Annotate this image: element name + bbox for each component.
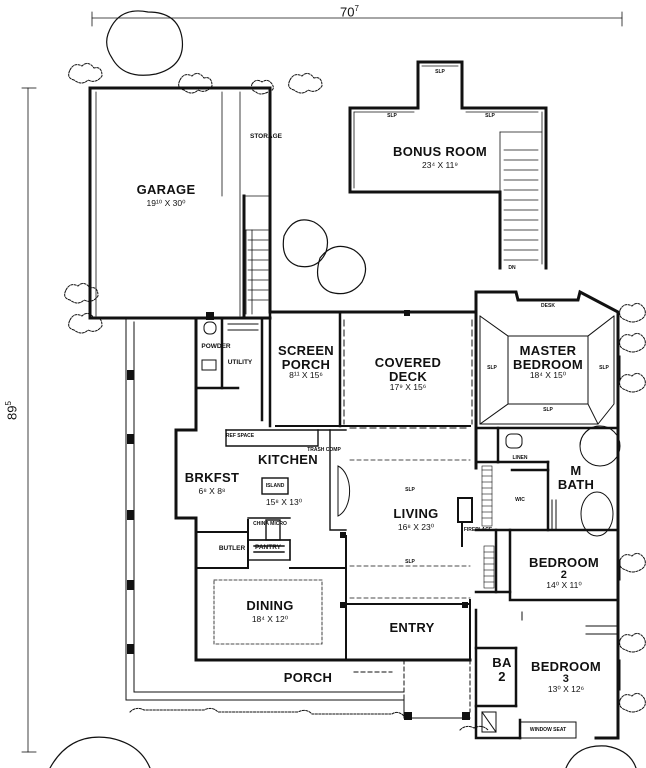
label-linen: LINEN: [512, 455, 528, 461]
label-dn: DN: [508, 265, 516, 271]
room-master-bedroom: MASTER BEDROOM 18⁴ X 15⁰: [513, 344, 583, 380]
room-garage-dim: 19¹⁰ X 30⁰: [146, 197, 186, 208]
label-sloped-8: SLP: [405, 559, 415, 565]
garage-stair-treads: [247, 239, 269, 301]
room-brkfst-name: BRKFST: [184, 470, 240, 485]
label-pantry: PANTRY: [255, 544, 281, 551]
room-porch: PORCH: [284, 670, 332, 687]
label-fireplace: FIREPLACE: [463, 527, 493, 533]
master-bedroom-walls: [479, 315, 615, 425]
room-living: LIVING 16⁸ X 23⁰: [393, 506, 438, 532]
label-butler: BUTLER: [218, 545, 246, 552]
label-desk: DESK: [541, 303, 555, 309]
room-bedroom-2-dim: 14⁰ X 11⁰: [546, 580, 582, 591]
label-utility: UTILITY: [227, 359, 253, 366]
label-wic: WIC: [515, 497, 525, 503]
shrub-clusters: [64, 62, 646, 731]
room-screen-porch: SCREEN PORCH 8¹¹ X 15⁶: [278, 344, 334, 380]
room-bonus: BONUS ROOM 23⁴ X 11⁹: [393, 144, 487, 170]
room-bedroom-2-name1: BEDROOM: [529, 555, 599, 570]
room-covered-deck-name1: COVERED: [374, 355, 442, 370]
room-master-bedroom-dim: 18⁴ X 15⁰: [529, 370, 567, 381]
room-living-name: LIVING: [393, 506, 439, 521]
room-covered-deck-name2: DECK: [388, 368, 428, 384]
room-ba-2-name1: BA: [492, 655, 512, 670]
trees: [49, 10, 637, 768]
room-bedroom-2-name2: 2: [560, 568, 568, 581]
room-garage-name: GARAGE: [136, 182, 196, 197]
label-ref-space: REF SPACE: [225, 433, 255, 439]
room-entry: ENTRY: [389, 620, 434, 637]
room-kitchen-dim: 15⁸ X 13⁰: [265, 497, 303, 507]
room-master-bedroom-name2: BEDROOM: [513, 356, 583, 372]
room-dining-name: DINING: [246, 598, 294, 613]
bonus-stair-treads: [503, 149, 539, 261]
room-screen-porch-name1: SCREEN: [278, 343, 334, 358]
deck-screen-lines: [343, 319, 473, 429]
label-sloped-5: SLP: [487, 365, 497, 371]
room-covered-deck: COVERED DECK 17⁹ X 15⁶: [375, 356, 441, 392]
overall-width-dimension-line: [91, 11, 623, 27]
label-sloped-3: SLP: [485, 113, 495, 119]
label-sloped-1: SLP: [435, 69, 445, 75]
closet-hatching: [481, 465, 495, 589]
room-screen-porch-dim: 8¹¹ X 15⁶: [289, 370, 323, 381]
label-window-seat: WINDOW SEAT: [529, 727, 567, 733]
room-bedroom-3-name1: BEDROOM: [531, 659, 601, 674]
room-kitchen-name: KITCHEN: [258, 452, 318, 467]
room-brkfst: BRKFST 6⁸ X 8⁸: [185, 470, 240, 496]
label-china-micro: CHINA MICRO: [253, 521, 287, 527]
room-bedroom-3: BEDROOM 3 13⁰ X 12⁶: [531, 660, 601, 694]
label-sloped-7: SLP: [405, 487, 415, 493]
room-kitchen-dim-wrap: 15⁸ X 13⁰: [266, 498, 302, 507]
room-dining: DINING 18⁴ X 12⁰: [246, 598, 293, 624]
room-brkfst-dim: 6⁸ X 8⁸: [198, 485, 226, 496]
overall-depth-sup: 5: [4, 401, 13, 406]
label-storage: STORAGE: [249, 133, 283, 140]
room-garage: GARAGE 19¹⁰ X 30⁰: [137, 182, 196, 208]
room-ba-2: BA 2: [492, 656, 511, 683]
porch-posts: [127, 310, 470, 720]
room-bedroom-3-name2: 3: [562, 672, 570, 685]
overall-width-label: 707: [340, 4, 359, 19]
label-island: ISLAND: [265, 483, 285, 489]
porch-outline: [125, 317, 471, 719]
room-porch-name: PORCH: [283, 670, 333, 685]
room-m-bath-name1: M: [570, 463, 582, 478]
room-dining-dim: 18⁴ X 12⁰: [251, 613, 289, 624]
room-covered-deck-dim: 17⁹ X 15⁶: [389, 382, 427, 393]
room-master-bedroom-name1: MASTER: [519, 343, 577, 358]
dining-table-rug: [213, 579, 323, 645]
room-ba-2-name2: 2: [498, 668, 506, 684]
room-living-dim: 16⁸ X 23⁰: [397, 521, 435, 532]
room-bedroom-3-dim: 13⁰ X 12⁶: [547, 684, 585, 695]
overall-depth-label: 895: [4, 401, 19, 420]
room-m-bath-name2: BATH: [557, 476, 595, 492]
room-bonus-dim: 23⁴ X 11⁹: [422, 159, 458, 170]
label-sloped-4: SLP: [543, 407, 553, 413]
room-bonus-name: BONUS ROOM: [393, 144, 487, 159]
overall-depth-value: 89: [4, 405, 20, 420]
overall-width-sup: 7: [354, 4, 359, 13]
bonus-room-walls: [348, 60, 548, 270]
room-kitchen: KITCHEN: [258, 452, 318, 469]
overall-width-value: 70: [340, 4, 355, 20]
curved-bar: [337, 465, 351, 517]
room-bedroom-2: BEDROOM 2 14⁰ X 11⁰: [529, 556, 599, 590]
room-m-bath: M BATH: [558, 464, 594, 491]
label-powder: POWDER: [201, 343, 231, 350]
label-sloped-6: SLP: [599, 365, 609, 371]
label-trash-comp: TRASH COMP: [307, 447, 341, 453]
overall-depth-dimension-line: [21, 87, 37, 753]
room-entry-name: ENTRY: [389, 620, 435, 635]
label-sloped-2: SLP: [387, 113, 397, 119]
living-beams: [349, 459, 471, 599]
room-screen-porch-name2: PORCH: [281, 356, 331, 372]
